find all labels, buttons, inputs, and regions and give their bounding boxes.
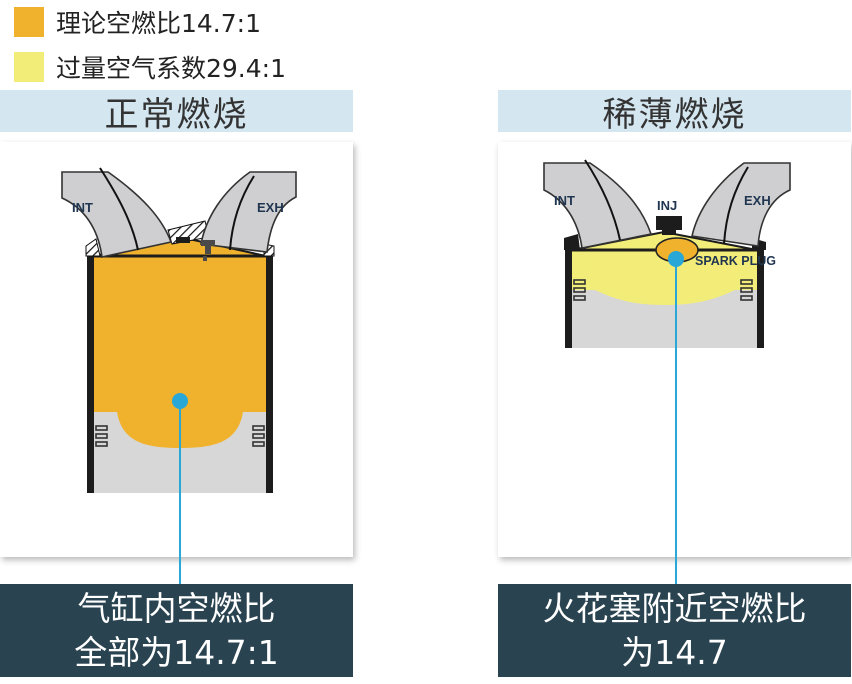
normal-rich-mixture (94, 237, 266, 448)
lean-piston-rings (573, 279, 753, 301)
lean-exhaust-port (691, 162, 791, 247)
normal-exhaust-label: EXH (257, 200, 284, 215)
lean-caption-line1: 火花塞附近空燃比 (542, 588, 807, 628)
normal-intake-port (61, 171, 173, 258)
normal-piston-rings (95, 425, 265, 447)
normal-pointer-dot (172, 393, 188, 409)
lean-exhaust-valve-stem (723, 166, 749, 245)
normal-caption: 气缸内空燃比 全部为14.7:1 (0, 584, 353, 677)
lean-injector-label: INJ (657, 198, 677, 213)
normal-caption-line2: 全部为14.7:1 (74, 632, 279, 672)
normal-hatch-left (85, 238, 101, 257)
normal-caption-line1: 气缸内空燃比 (77, 588, 276, 628)
normal-cylinder-wall-right (266, 248, 273, 493)
lean-caption: 火花塞附近空燃比 为14.7 (498, 584, 851, 677)
lean-pointer-dot (668, 251, 684, 267)
lean-cylinder-wall-right (757, 243, 764, 348)
lean-intake-port (543, 162, 653, 249)
normal-combustion-diagram: INT EXH (61, 167, 297, 587)
legend-item-lean: 过量空气系数29.4:1 (14, 49, 286, 85)
normal-injector-tip (176, 237, 190, 243)
normal-panel-title: 正常燃烧 (0, 90, 353, 135)
lean-caption-line2: 为14.7 (621, 632, 728, 672)
lean-head-block-left (564, 234, 580, 250)
lean-injector (656, 216, 682, 235)
legend-label-lean: 过量空气系数29.4:1 (56, 54, 286, 83)
legend-swatch-lean (14, 52, 44, 82)
normal-cylinder-wall-left (87, 248, 94, 493)
lean-panel-title: 稀薄燃烧 (498, 90, 851, 135)
lean-intake-label: INT (554, 193, 575, 208)
lean-mixture-cloud (590, 252, 742, 300)
lean-combustion-diagram: INT EXH INJ SPARK PLUG (543, 159, 791, 587)
lean-intake-valve-stem (584, 159, 621, 241)
lean-spark-plug-label: SPARK PLUG (695, 254, 776, 268)
lean-piston (572, 290, 757, 348)
legend-item-rich: 理论空燃比14.7:1 (14, 4, 261, 40)
normal-exhaust-valve-stem (229, 175, 255, 251)
lean-cylinder-wall-left (565, 243, 572, 348)
normal-intake-label: INT (72, 200, 93, 215)
legend-swatch-rich (14, 7, 44, 37)
legend-label-rich: 理论空燃比14.7:1 (56, 9, 261, 38)
lean-exhaust-label: EXH (744, 193, 771, 208)
normal-spark-plug (201, 240, 215, 261)
lean-panel (498, 142, 851, 557)
normal-intake-valve-stem (99, 167, 139, 251)
